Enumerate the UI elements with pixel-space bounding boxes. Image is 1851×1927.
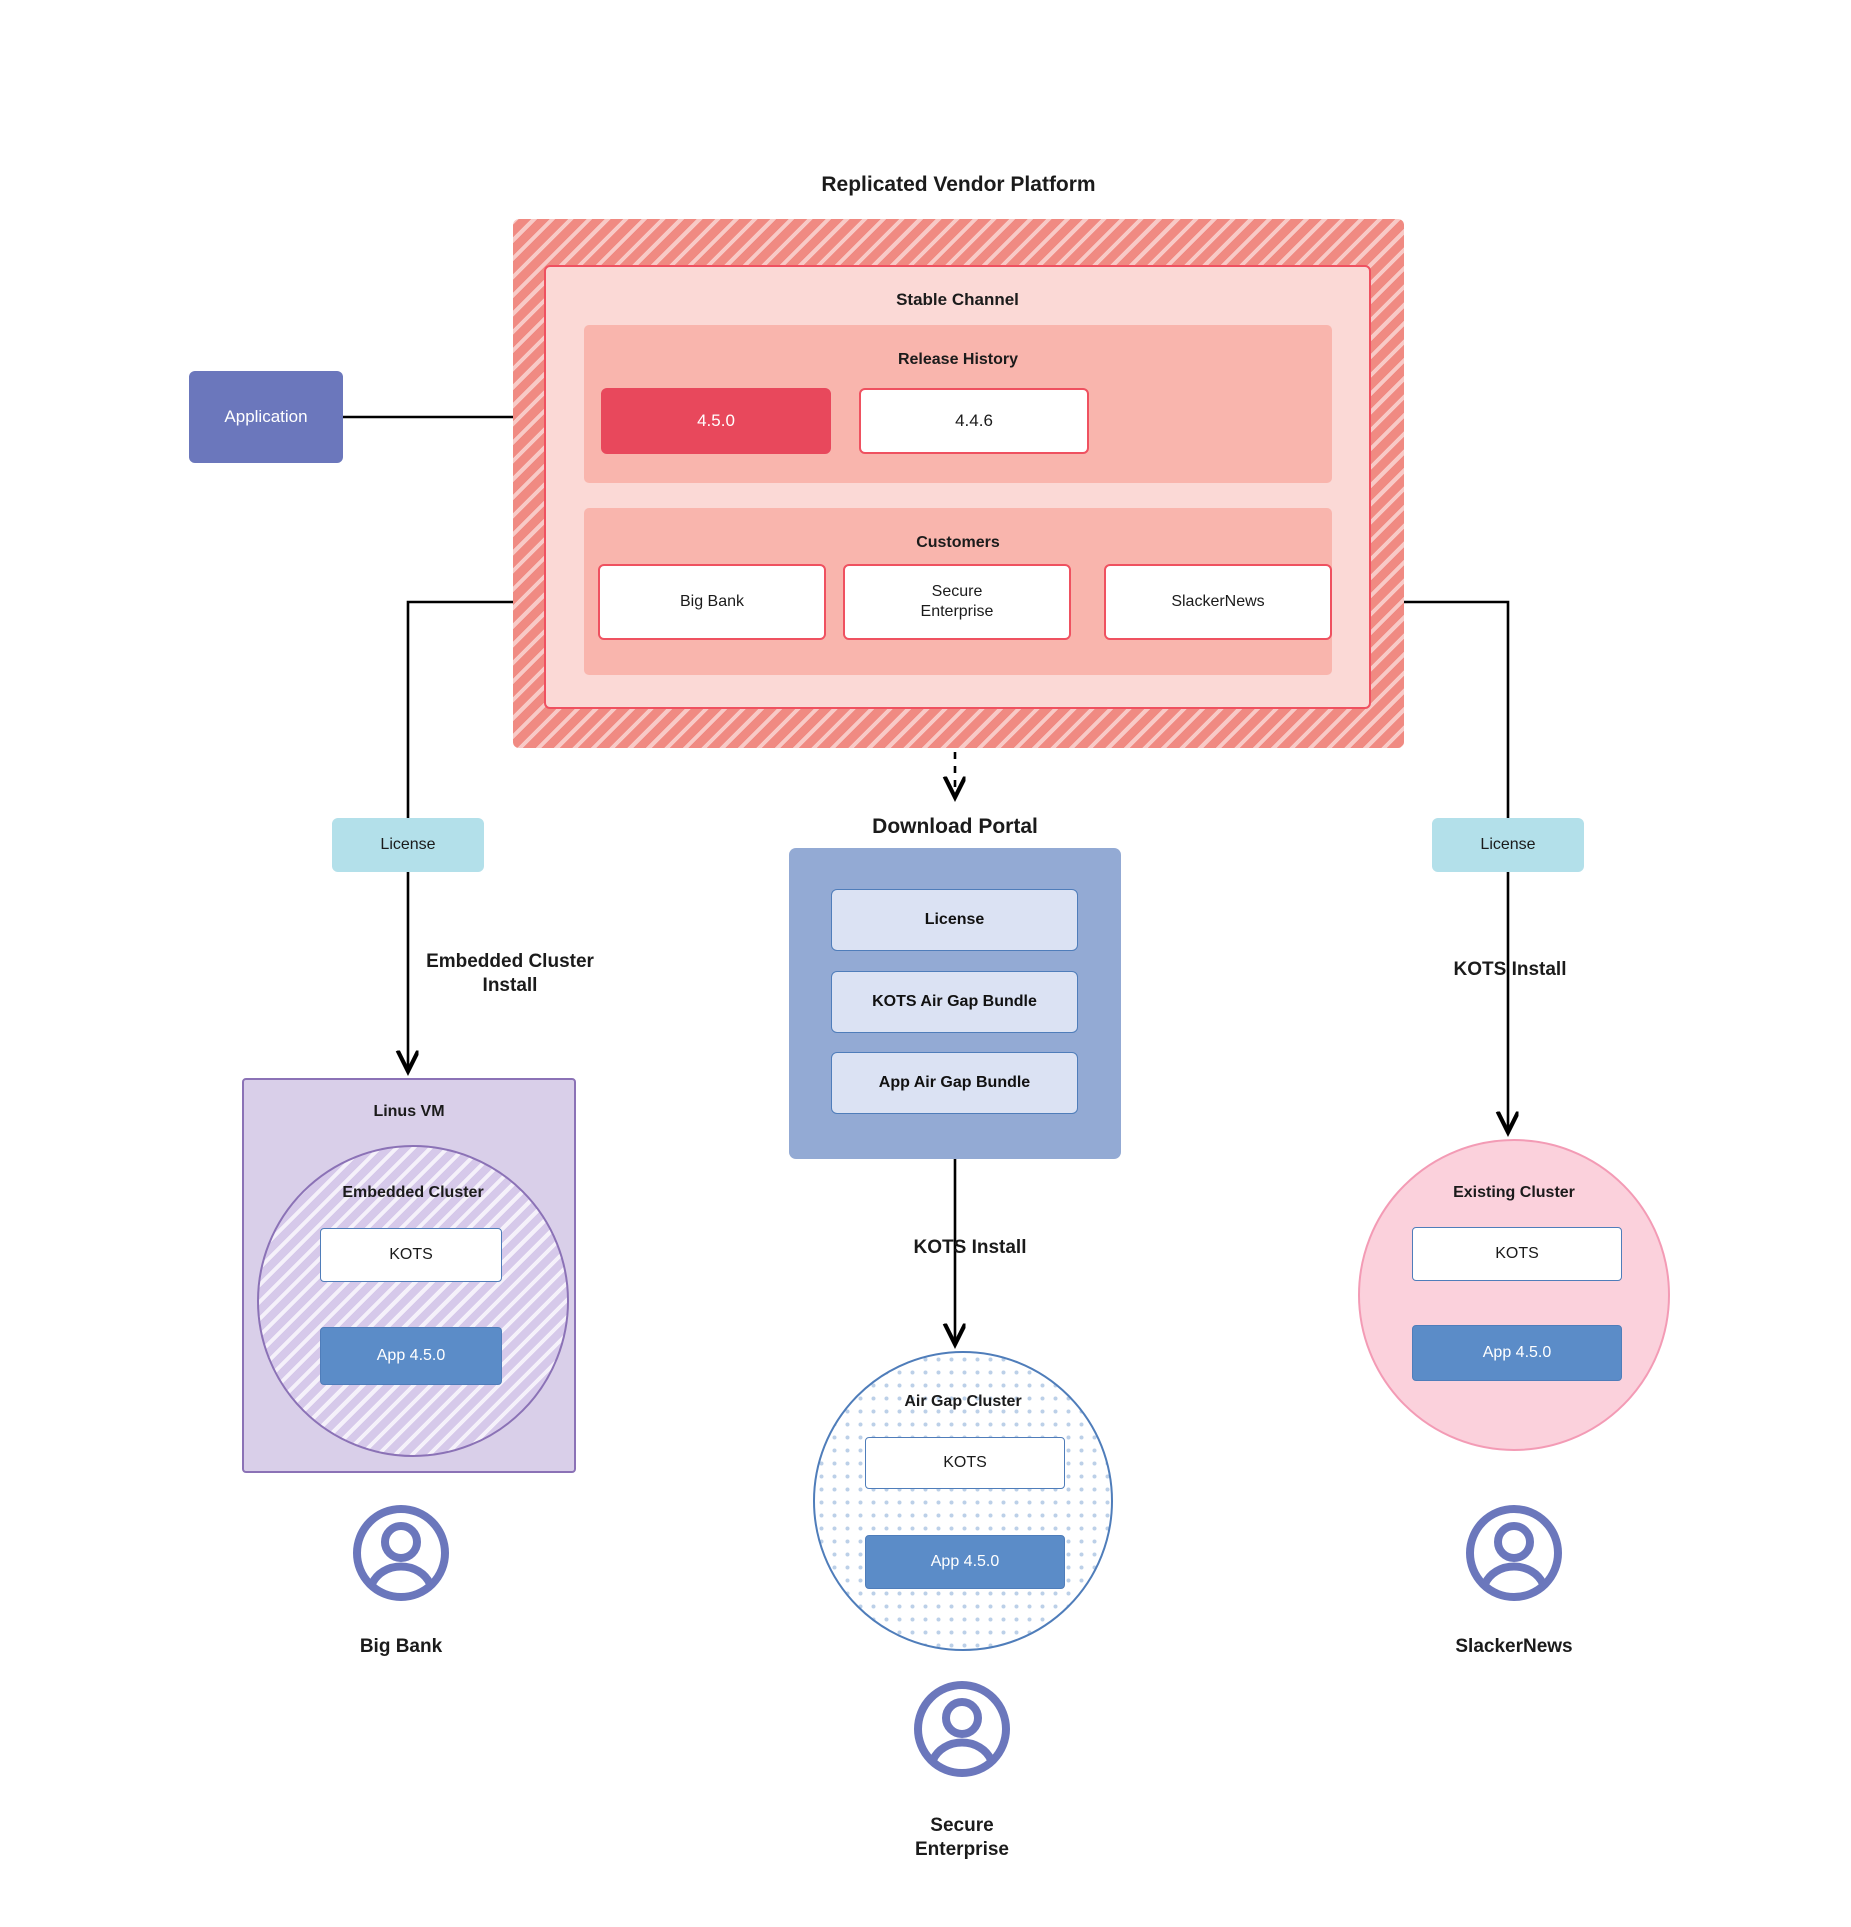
actor-name-big-bank: Big Bank — [359, 1636, 443, 1658]
air-gap-cluster-app-node[interactable]: App 4.5.0 — [865, 1535, 1065, 1589]
release-history-title: Release History — [897, 351, 1019, 368]
embedded-cluster-kots-node[interactable]: KOTS — [320, 1228, 502, 1282]
user-avatar-icon — [912, 1679, 1012, 1779]
air-gap-cluster-kots-node[interactable]: KOTS — [865, 1437, 1065, 1489]
actor-name-slackernews: SlackerNews — [1455, 1636, 1573, 1658]
download-portal-item-app-air-gap-bundle[interactable]: App Air Gap Bundle — [831, 1052, 1078, 1114]
page-title: Replicated Vendor Platform — [821, 172, 1096, 196]
application-node[interactable]: Application — [189, 371, 343, 463]
release-item-previous[interactable]: 4.4.6 — [859, 388, 1089, 454]
release-item-current[interactable]: 4.5.0 — [601, 388, 831, 454]
download-portal-item-kots-air-gap-bundle[interactable]: KOTS Air Gap Bundle — [831, 971, 1078, 1033]
user-avatar-icon — [351, 1503, 451, 1603]
existing-cluster-title: Existing Cluster — [1453, 1184, 1575, 1201]
customer-big-bank[interactable]: Big Bank — [598, 564, 826, 640]
customers-title: Customers — [916, 534, 1000, 551]
embedded-cluster-circle — [257, 1145, 569, 1457]
existing-cluster-app-node[interactable]: App 4.5.0 — [1412, 1325, 1622, 1381]
license-chip-right[interactable]: License — [1432, 818, 1584, 872]
download-portal-item-license[interactable]: License — [831, 889, 1078, 951]
existing-cluster-kots-node[interactable]: KOTS — [1412, 1227, 1622, 1281]
air-gap-cluster-circle — [813, 1351, 1113, 1651]
flow-label-kots-install-middle: KOTS Install — [913, 1237, 1027, 1259]
stable-channel-title: Stable Channel — [896, 290, 1019, 310]
embedded-cluster-title: Embedded Cluster — [342, 1184, 484, 1201]
air-gap-cluster-title: Air Gap Cluster — [904, 1393, 1022, 1410]
embedded-cluster-app-node[interactable]: App 4.5.0 — [320, 1327, 502, 1385]
flow-label-kots-install-right: KOTS Install — [1453, 959, 1567, 981]
linux-vm-title: Linus VM — [373, 1103, 445, 1120]
license-chip-left[interactable]: License — [332, 818, 484, 872]
user-avatar-icon — [1464, 1503, 1564, 1603]
customer-slackernews[interactable]: SlackerNews — [1104, 564, 1332, 640]
download-portal-title: Download Portal — [872, 814, 1038, 838]
existing-cluster-circle — [1358, 1139, 1670, 1451]
